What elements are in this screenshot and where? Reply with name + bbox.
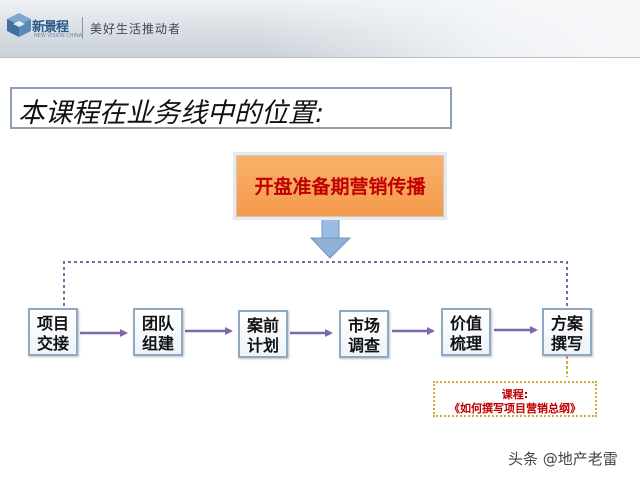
header-divider [82, 17, 83, 39]
header-fade [260, 0, 640, 58]
logo-text: 新景程 [32, 20, 69, 35]
step-label-line2: 计划 [246, 336, 279, 355]
slide-title: 本课程在业务线中的位置: [18, 98, 325, 129]
step-label-line2: 梳理 [449, 334, 482, 353]
step-value-sorting: 价值 梳理 [441, 308, 491, 356]
step-pre-plan: 案前 计划 [238, 310, 288, 358]
watermark: 头条 @地产老雷 [508, 450, 618, 468]
step-label-line1: 价值 [449, 314, 482, 333]
header-bottom-line [0, 57, 640, 58]
step-project-handover: 项目 交接 [28, 308, 78, 356]
course-label: 课程: [501, 388, 529, 401]
title-box: 本课程在业务线中的位置: [10, 87, 452, 129]
step-label-line1: 市场 [347, 316, 380, 335]
step-team-building: 团队 组建 [133, 308, 183, 356]
dotted-bracket [63, 261, 568, 312]
top-process-box: 开盘准备期营销传播 [236, 155, 444, 217]
step-plan-writing: 方案 撰写 [542, 308, 592, 356]
header-bar: 新景程 NEW VISION CHINA 美好生活推动者 [0, 0, 640, 58]
step-label-line1: 案前 [246, 316, 279, 335]
course-title: 《如何撰写项目营销总纲》 [449, 402, 581, 415]
course-box: 课程: 《如何撰写项目营销总纲》 [433, 381, 597, 417]
step-label-line1: 方案 [550, 314, 583, 333]
step-label-line2: 组建 [141, 334, 174, 353]
step-market-research: 市场 调查 [339, 310, 389, 358]
step-label-line2: 调查 [347, 336, 380, 355]
down-arrow-icon [309, 217, 352, 259]
top-process-label: 开盘准备期营销传播 [254, 176, 426, 198]
step-label-line1: 项目 [36, 314, 69, 333]
logo-subtext: NEW VISION CHINA [34, 33, 83, 39]
step-label-line2: 交接 [36, 334, 69, 353]
cube-logo-icon [7, 13, 31, 37]
step-label-line1: 团队 [141, 314, 174, 333]
step-label-line2: 撰写 [550, 334, 583, 353]
company-logo: 新景程 NEW VISION CHINA [6, 10, 82, 44]
header-slogan: 美好生活推动者 [90, 22, 182, 36]
